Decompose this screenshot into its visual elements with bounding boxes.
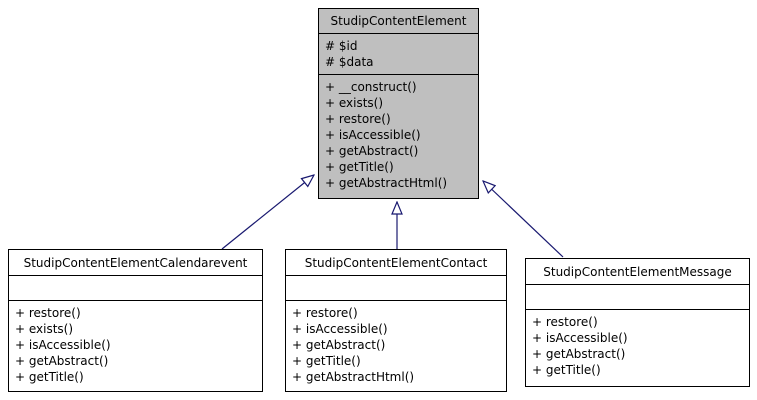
methods-section: + restore() + exists() + isAccessible() … — [9, 301, 262, 391]
method: + getAbstract() — [532, 347, 626, 361]
class-name: StudipContentElement — [319, 9, 478, 34]
method: + getAbstract() — [292, 338, 386, 352]
method: + restore() — [292, 306, 358, 320]
method: + getAbstract() — [15, 354, 109, 368]
method: + isAccessible() — [325, 128, 421, 142]
method: + restore() — [325, 112, 391, 126]
attributes-section-empty — [9, 276, 262, 301]
method: + getTitle() — [532, 363, 601, 377]
method: + restore() — [532, 315, 598, 329]
class-box-studipcontentelementcalendarevent[interactable]: StudipContentElementCalendarevent + rest… — [8, 249, 263, 392]
class-box-studipcontentelementcontact[interactable]: StudipContentElementContact + restore() … — [285, 249, 507, 392]
attributes-section-empty — [286, 276, 506, 301]
attribute: # $id — [325, 39, 358, 53]
class-name: StudipContentElementContact — [286, 250, 506, 276]
method: + getAbstractHtml() — [292, 370, 415, 384]
method: + isAccessible() — [532, 331, 628, 345]
inheritance-arrow-calendarevent — [221, 175, 314, 250]
attribute: # $data — [325, 55, 374, 69]
method: + getTitle() — [325, 160, 394, 174]
methods-section: + __construct() + exists() + restore() +… — [319, 75, 478, 198]
class-name: StudipContentElementMessage — [526, 259, 749, 285]
methods-section: + restore() + isAccessible() + getAbstra… — [526, 310, 749, 386]
method: + __construct() — [325, 80, 417, 94]
inheritance-arrow-message — [483, 181, 564, 258]
class-box-studipcontentelementmessage[interactable]: StudipContentElementMessage + restore() … — [525, 258, 750, 387]
methods-section: + restore() + isAccessible() + getAbstra… — [286, 301, 506, 391]
method: + isAccessible() — [15, 338, 111, 352]
attributes-section-empty — [526, 285, 749, 310]
attributes-section: # $id # $data — [319, 34, 478, 75]
class-name: StudipContentElementCalendarevent — [9, 250, 262, 276]
class-box-studipcontentelement: StudipContentElement # $id # $data + __c… — [318, 8, 479, 199]
method: + getAbstractHtml() — [325, 176, 448, 190]
method: + getTitle() — [292, 354, 361, 368]
method: + restore() — [15, 306, 81, 320]
method: + exists() — [15, 322, 74, 336]
method: + exists() — [325, 96, 384, 110]
method: + isAccessible() — [292, 322, 388, 336]
method: + getAbstract() — [325, 144, 419, 158]
method: + getTitle() — [15, 370, 84, 384]
